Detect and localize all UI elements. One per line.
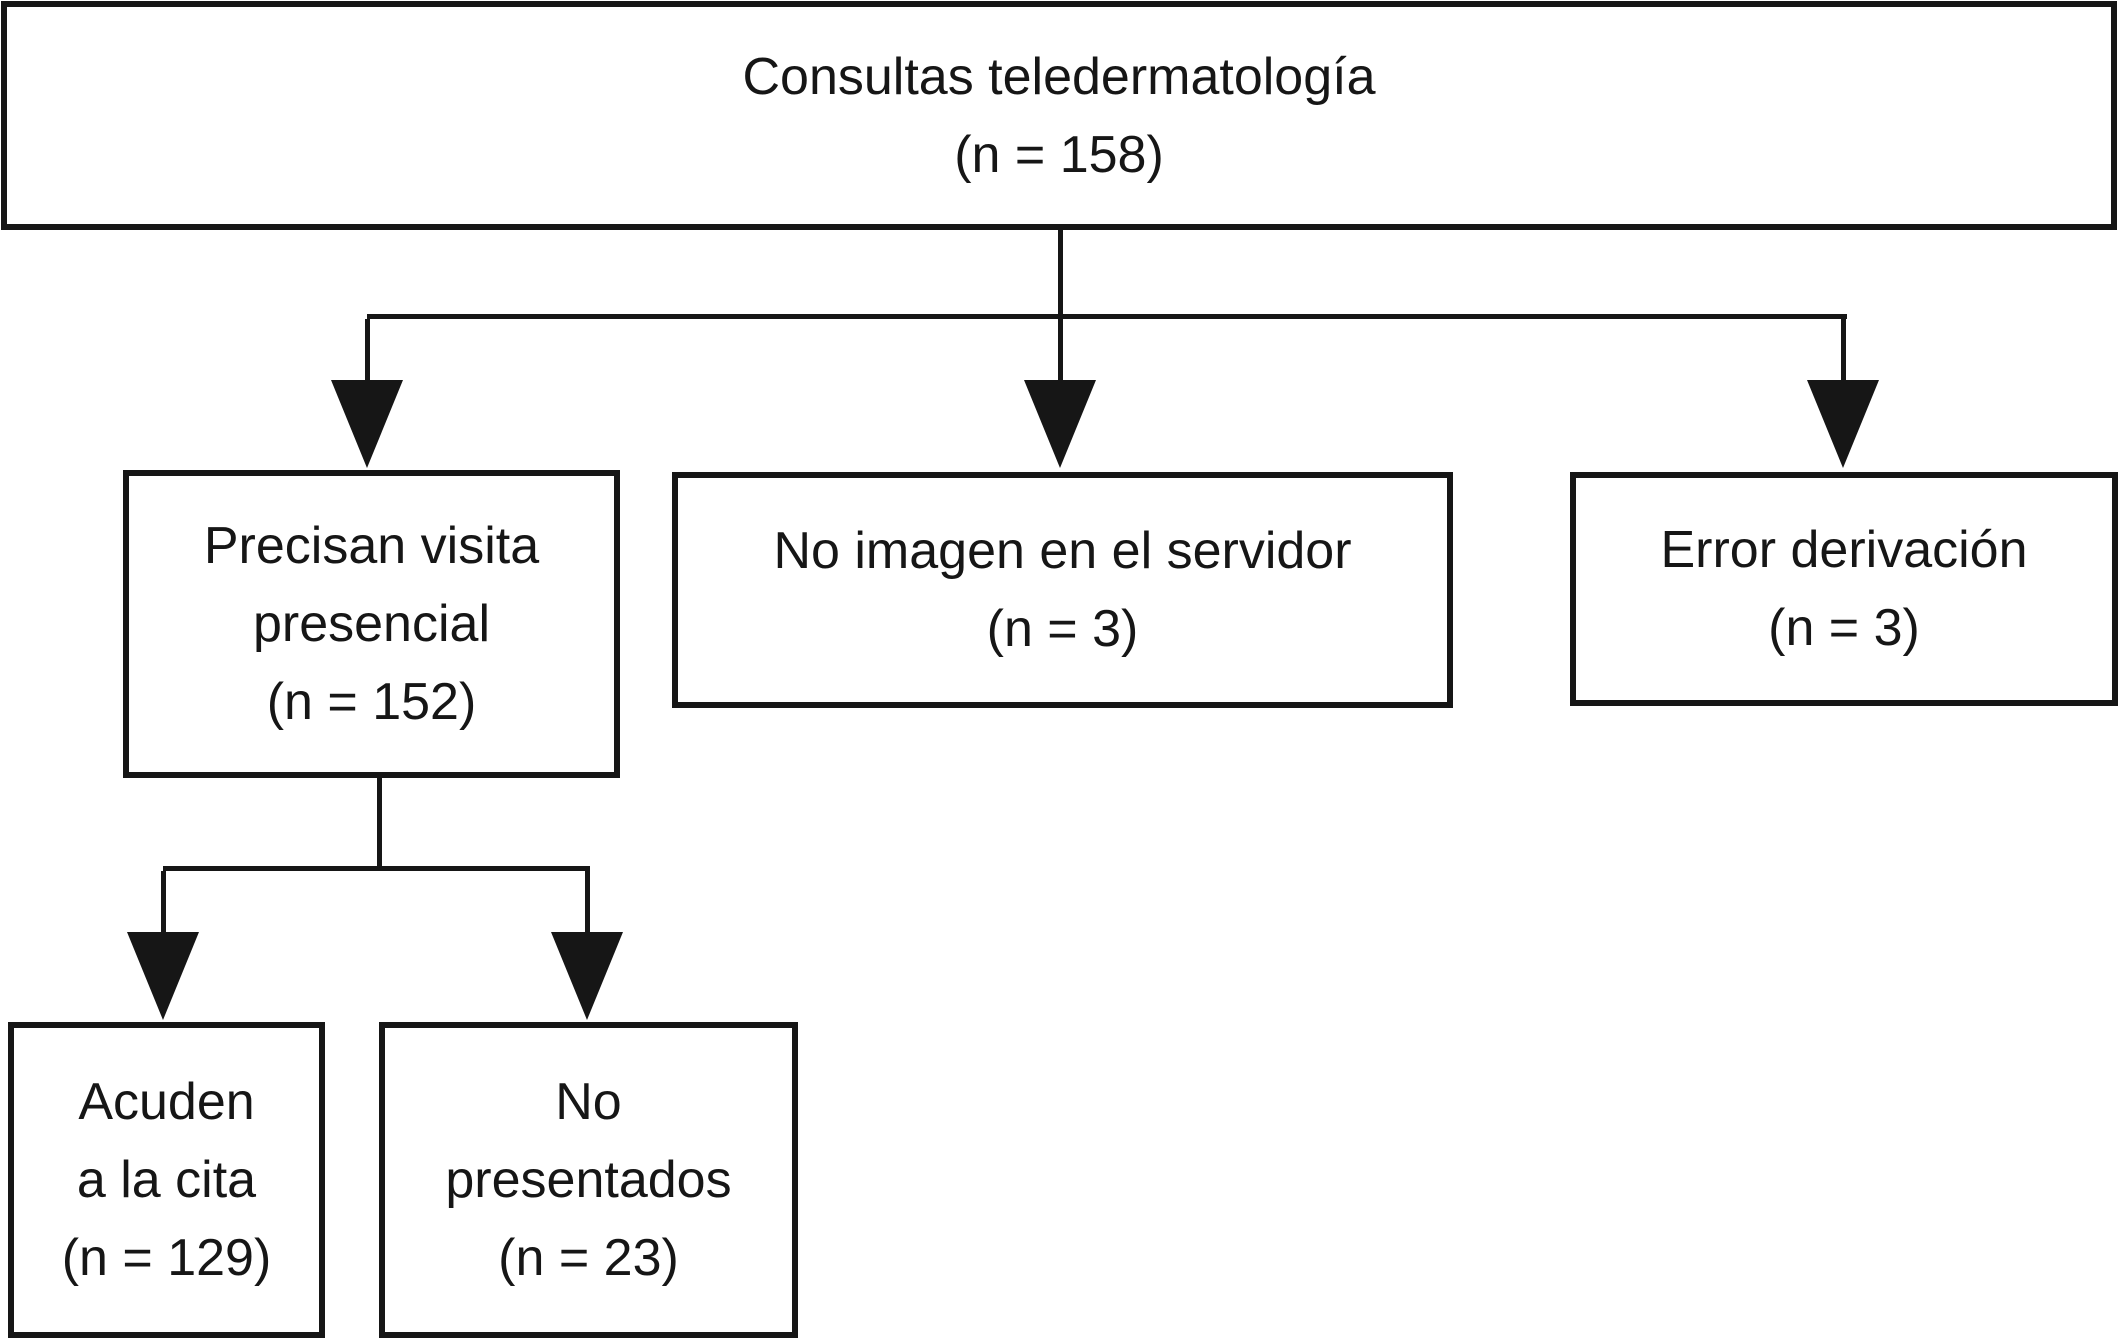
connector-stub-no-presentados: [585, 871, 590, 935]
arrowhead-down-icon: [551, 932, 623, 1020]
node-text-line: a la cita: [76, 1151, 257, 1209]
arrowhead-down-icon: [1024, 380, 1096, 468]
node-error-derivacion: Error derivación (n = 3): [1570, 472, 2118, 706]
arrowhead-down-icon: [127, 932, 199, 1020]
connector-stub-error: [1841, 319, 1846, 385]
node-text-line: presentados: [445, 1151, 732, 1209]
node-text-line: No imagen en el servidor: [773, 522, 1352, 580]
node-count-line: (n = 3): [1768, 599, 1920, 657]
node-count-line: (n = 158): [954, 125, 1164, 184]
node-count-line: (n = 3): [986, 600, 1139, 658]
node-text-line: Error derivación: [1660, 521, 2028, 579]
connector-precisan-vertical: [377, 778, 382, 871]
connector-bottom-branch-horizontal: [163, 866, 590, 871]
connector-stub-no-imagen: [1058, 319, 1063, 385]
connector-top-branch-horizontal: [367, 314, 1847, 319]
node-consultas-teledermatologia: Consultas teledermatología (n = 158): [1, 1, 2117, 230]
node-text-line: Precisan visita: [203, 517, 540, 575]
node-precisan-visita-presencial: Precisan visita presencial (n = 152): [123, 470, 620, 778]
node-no-imagen-en-servidor: No imagen en el servidor (n = 3): [672, 472, 1453, 708]
node-count-line: (n = 129): [61, 1229, 272, 1287]
node-count-line: (n = 23): [498, 1229, 679, 1287]
node-no-presentados: No presentados (n = 23): [379, 1022, 798, 1338]
node-text-line: Acuden: [78, 1073, 255, 1131]
connector-stub-acuden: [161, 871, 166, 935]
arrowhead-down-icon: [1807, 380, 1879, 468]
arrowhead-down-icon: [331, 380, 403, 468]
node-acuden-a-la-cita: Acuden a la cita (n = 129): [8, 1022, 325, 1338]
node-text-line: No: [555, 1073, 622, 1131]
node-text-line: presencial: [252, 595, 491, 653]
connector-stub-precisan: [365, 319, 370, 385]
node-text-line: Consultas teledermatología: [742, 47, 1376, 106]
connector-root-vertical: [1058, 230, 1063, 317]
node-count-line: (n = 152): [266, 673, 477, 731]
